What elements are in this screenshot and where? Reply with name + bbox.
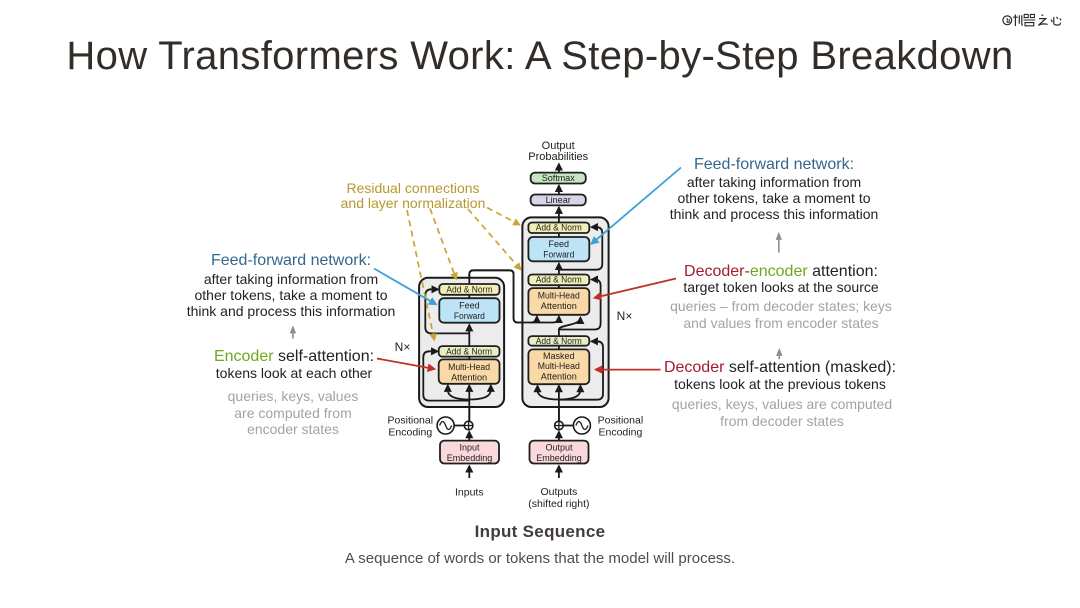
svg-text:Add & Norm: Add & Norm — [446, 284, 492, 294]
svg-text:Attention: Attention — [451, 373, 487, 383]
svg-text:Feed: Feed — [549, 239, 570, 249]
svg-text:Masked: Masked — [543, 351, 575, 361]
svg-text:Embedding: Embedding — [447, 453, 493, 463]
svg-text:Attention: Attention — [541, 372, 577, 382]
svg-text:Add & Norm: Add & Norm — [536, 275, 582, 285]
svg-text:Output: Output — [545, 443, 573, 453]
svg-text:Positional: Positional — [598, 415, 644, 427]
svg-text:Embedding: Embedding — [536, 453, 582, 463]
svg-text:Add & Norm: Add & Norm — [536, 223, 582, 233]
svg-text:Forward: Forward — [454, 311, 485, 321]
svg-text:(shifted right): (shifted right) — [528, 498, 589, 510]
svg-text:Forward: Forward — [543, 250, 574, 260]
svg-text:Positional: Positional — [388, 415, 434, 427]
svg-text:Feed: Feed — [459, 301, 480, 311]
svg-text:Encoding: Encoding — [388, 427, 432, 439]
svg-text:Multi-Head: Multi-Head — [448, 362, 490, 372]
svg-text:Add & Norm: Add & Norm — [536, 336, 582, 346]
svg-text:Probabilities: Probabilities — [528, 151, 588, 163]
svg-text:Inputs: Inputs — [455, 487, 484, 499]
svg-text:Add & Norm: Add & Norm — [446, 346, 492, 356]
svg-text:Multi-Head: Multi-Head — [538, 361, 580, 371]
svg-text:Input: Input — [459, 443, 480, 453]
svg-text:Encoding: Encoding — [599, 427, 643, 439]
svg-text:Output: Output — [542, 140, 575, 152]
svg-text:N×: N× — [617, 309, 633, 323]
svg-text:N×: N× — [395, 340, 411, 354]
svg-text:Linear: Linear — [546, 195, 571, 205]
svg-text:Attention: Attention — [541, 301, 577, 311]
svg-text:Softmax: Softmax — [542, 173, 576, 183]
svg-text:Multi-Head: Multi-Head — [538, 291, 580, 301]
svg-text:Outputs: Outputs — [541, 486, 578, 498]
